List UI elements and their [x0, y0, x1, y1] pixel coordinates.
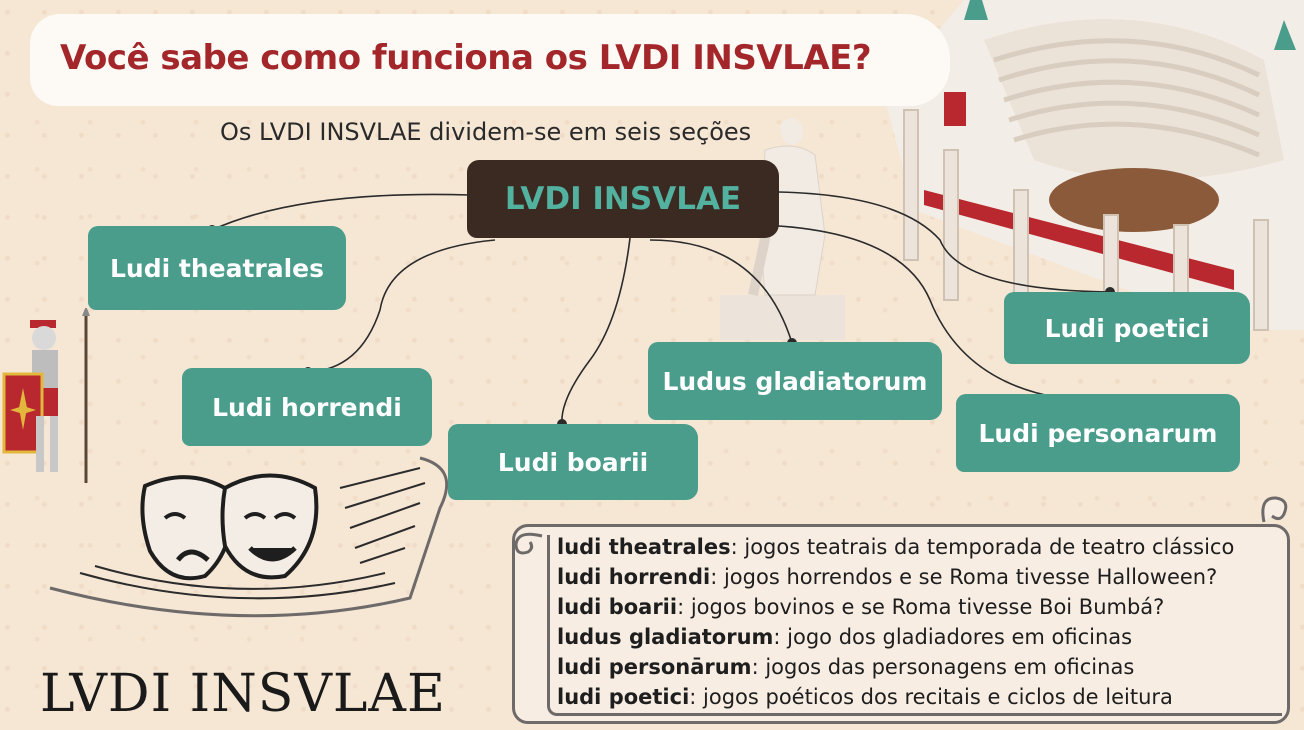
center-node: LVDI INSVLAE — [467, 160, 779, 238]
node-ludus-gladiatorum: Ludus gladiatorum — [648, 342, 942, 420]
legend-item: ludi boarii: jogos bovinos e se Roma tiv… — [557, 595, 1165, 619]
legend-item: ludi theatrales: jogos teatrais da tempo… — [557, 535, 1235, 559]
roman-soldier-icon — [2, 308, 90, 483]
statue-illustration — [720, 118, 845, 340]
node-label: Ludi boarii — [497, 447, 649, 477]
legend-scroll-inner — [547, 535, 1282, 716]
link-personarum — [759, 224, 1108, 403]
link-theatrales — [211, 193, 471, 231]
node-label: Ludi personarum — [978, 418, 1218, 448]
link-horrendi — [307, 239, 496, 373]
theatre-masks-icon — [49, 456, 449, 618]
node-ludi-boarii: Ludi boarii — [448, 424, 698, 500]
legend-item: ludi personārum: jogos das personagens e… — [557, 655, 1135, 679]
link-gladiatorum — [649, 239, 793, 344]
node-label: Ludi horrendi — [212, 392, 402, 422]
title-banner — [30, 14, 950, 106]
legend-list: ludi theatrales: jogos teatrais da tempo… — [557, 532, 1234, 712]
legend-scroll — [512, 524, 1290, 724]
page-title: Você sabe como funciona os LVDI INSVLAE? — [60, 38, 872, 78]
node-ludi-poetici: Ludi poetici — [1004, 292, 1250, 364]
center-node-label: LVDI INSVLAE — [504, 181, 742, 217]
node-ludi-theatrales: Ludi theatrales — [88, 226, 346, 310]
logo-text: LVDI INSVLAE — [40, 664, 446, 724]
scroll-curl-icon — [1261, 496, 1288, 523]
node-ludi-personarum: Ludi personarum — [956, 394, 1240, 472]
node-label: Ludus gladiatorum — [662, 366, 928, 396]
legend-item: ludi poetici: jogos poéticos dos recitai… — [557, 685, 1173, 709]
link-boarii — [561, 237, 631, 425]
node-label: Ludi theatrales — [109, 253, 325, 283]
node-label: Ludi poetici — [1044, 313, 1210, 343]
page-subtitle: Os LVDI INSVLAE dividem-se em seis seçõe… — [220, 118, 752, 146]
colosseum-illustration — [884, 0, 1304, 331]
node-ludi-horrendi: Ludi horrendi — [182, 368, 432, 446]
legend-item: ludus gladiatorum: jogo dos gladiadores … — [557, 625, 1133, 649]
legend-item: ludi horrendi: jogos horrendos e se Roma… — [557, 565, 1218, 589]
scroll-curl-left-icon — [514, 532, 543, 555]
link-poetici — [778, 191, 1111, 293]
